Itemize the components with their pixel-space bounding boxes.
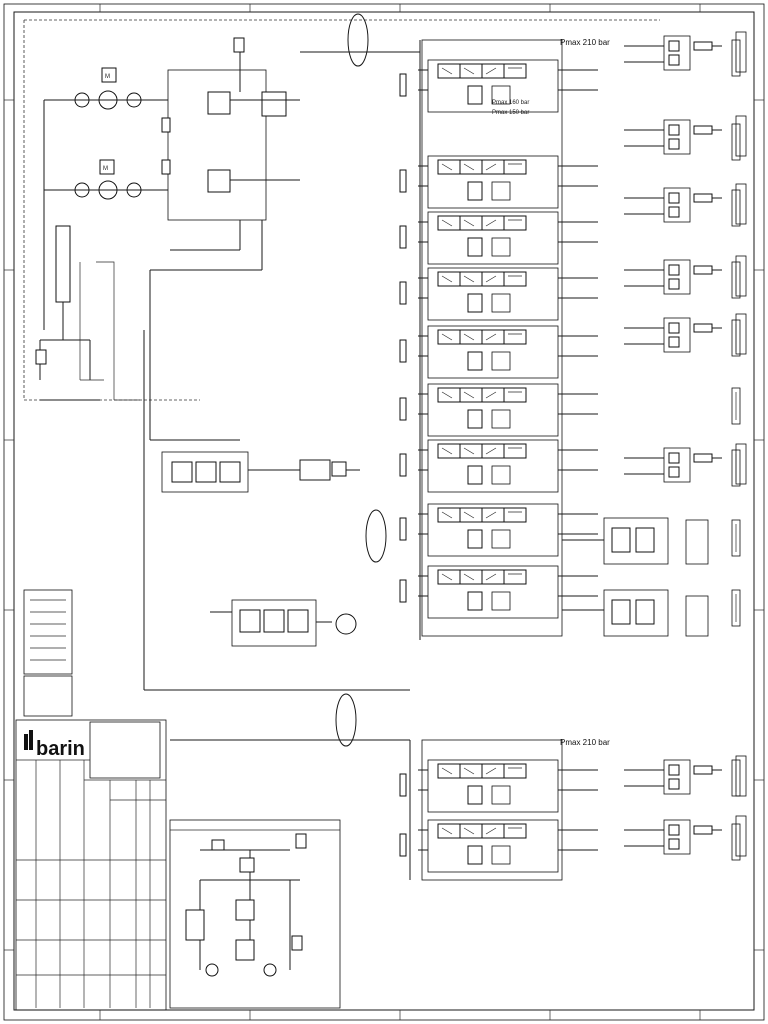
cyl-actuator (624, 755, 747, 797)
top-valve-section (399, 211, 598, 265)
cyl-actuator (624, 255, 747, 297)
pressure-label-bottom: Pmax 210 bar (560, 738, 610, 747)
company-logo: barin (36, 738, 85, 760)
pressure-line-lower (143, 330, 410, 691)
top-valve-section (399, 565, 598, 619)
auxiliary-valve-blocks (562, 517, 709, 637)
pressure-line-main (40, 40, 421, 640)
bottom-valve-section (399, 759, 598, 813)
frame-ticks (4, 4, 764, 1020)
top-valve-section (399, 383, 598, 437)
cyl-actuator (624, 31, 747, 73)
valve-bank-bottom (399, 739, 598, 881)
pilot-line-top (23, 19, 660, 401)
group-marker-middle (365, 509, 387, 563)
pressure-line-bottom (170, 739, 411, 880)
inset-detail (169, 819, 341, 1009)
group-marker-bottom (335, 693, 357, 747)
bottom-valve-section (399, 819, 598, 873)
top-valve-section (399, 155, 598, 209)
filter-block-left (35, 225, 140, 401)
valve-note-b: Pmax 150 bar (492, 110, 529, 116)
top-valve-section (399, 439, 598, 493)
top-valve-section (399, 503, 598, 557)
outer-frame (3, 3, 765, 1021)
top-valve-section (399, 267, 598, 321)
inner-frame (13, 11, 755, 1011)
top-valve-section (399, 325, 598, 379)
pressure-label-top: Pmax 210 bar (560, 38, 610, 47)
return-block (161, 451, 360, 493)
svg-text:M: M (105, 74, 110, 80)
title-block: barin (15, 719, 167, 1011)
cyl-actuator (624, 115, 747, 157)
notes-panel (23, 589, 73, 717)
valve-bank-top (399, 39, 598, 637)
pump-group-top: M M (43, 37, 300, 441)
cyl-actuator (624, 183, 747, 225)
cyl-actuator (624, 815, 747, 857)
cyl-actuator (624, 443, 747, 485)
motor-block (210, 599, 357, 647)
valve-note-a: Pmax 160 bar (492, 100, 529, 106)
svg-text:M: M (103, 166, 108, 172)
right-margin-tags (731, 39, 741, 861)
cyl-actuator (624, 313, 747, 355)
top-valve-section (399, 59, 598, 113)
group-marker-top (347, 13, 369, 67)
actuator-column (562, 31, 747, 861)
